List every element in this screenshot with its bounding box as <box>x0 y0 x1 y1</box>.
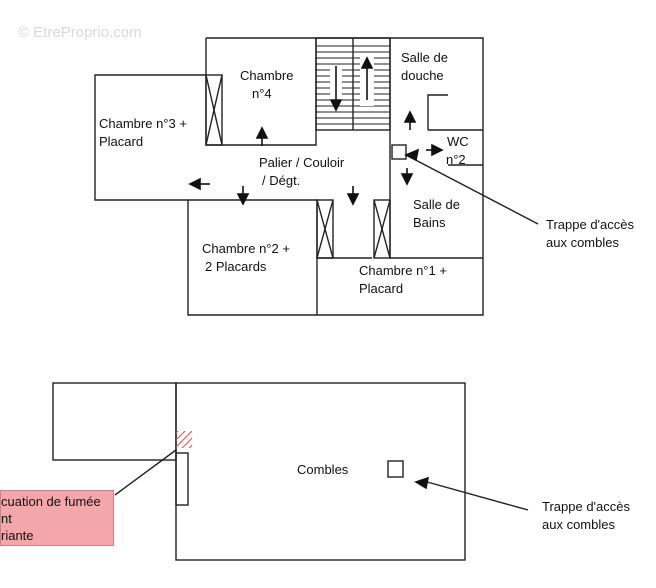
label-chambre1: Chambre n°1 +Placard <box>359 263 447 296</box>
smoke-vent <box>175 452 189 506</box>
shower-fixture <box>427 94 448 130</box>
arrows <box>188 56 444 490</box>
watermark: © EtreProprio.com <box>18 24 142 41</box>
smoke-note-line1: cuation de fumée <box>1 494 101 509</box>
trap-hatch-lower <box>387 460 404 478</box>
wall-annex <box>52 382 177 461</box>
smoke-note-line3: riante <box>1 528 34 543</box>
label-combles: Combles <box>297 462 349 477</box>
label-chambre3: Chambre n°3 +Placard <box>99 116 187 149</box>
smoke-vent-note: cuation de fumée nt riante <box>0 490 114 546</box>
smoke-note-line2: nt <box>1 511 12 526</box>
door-x-marks <box>205 74 391 259</box>
smoke-hatch <box>176 431 192 448</box>
label-chambre2: Chambre n°2 +2 Placards <box>202 241 290 274</box>
trap-hatch-upper <box>391 144 407 160</box>
label-palier: Palier / Couloir/ Dégt. <box>259 155 345 188</box>
